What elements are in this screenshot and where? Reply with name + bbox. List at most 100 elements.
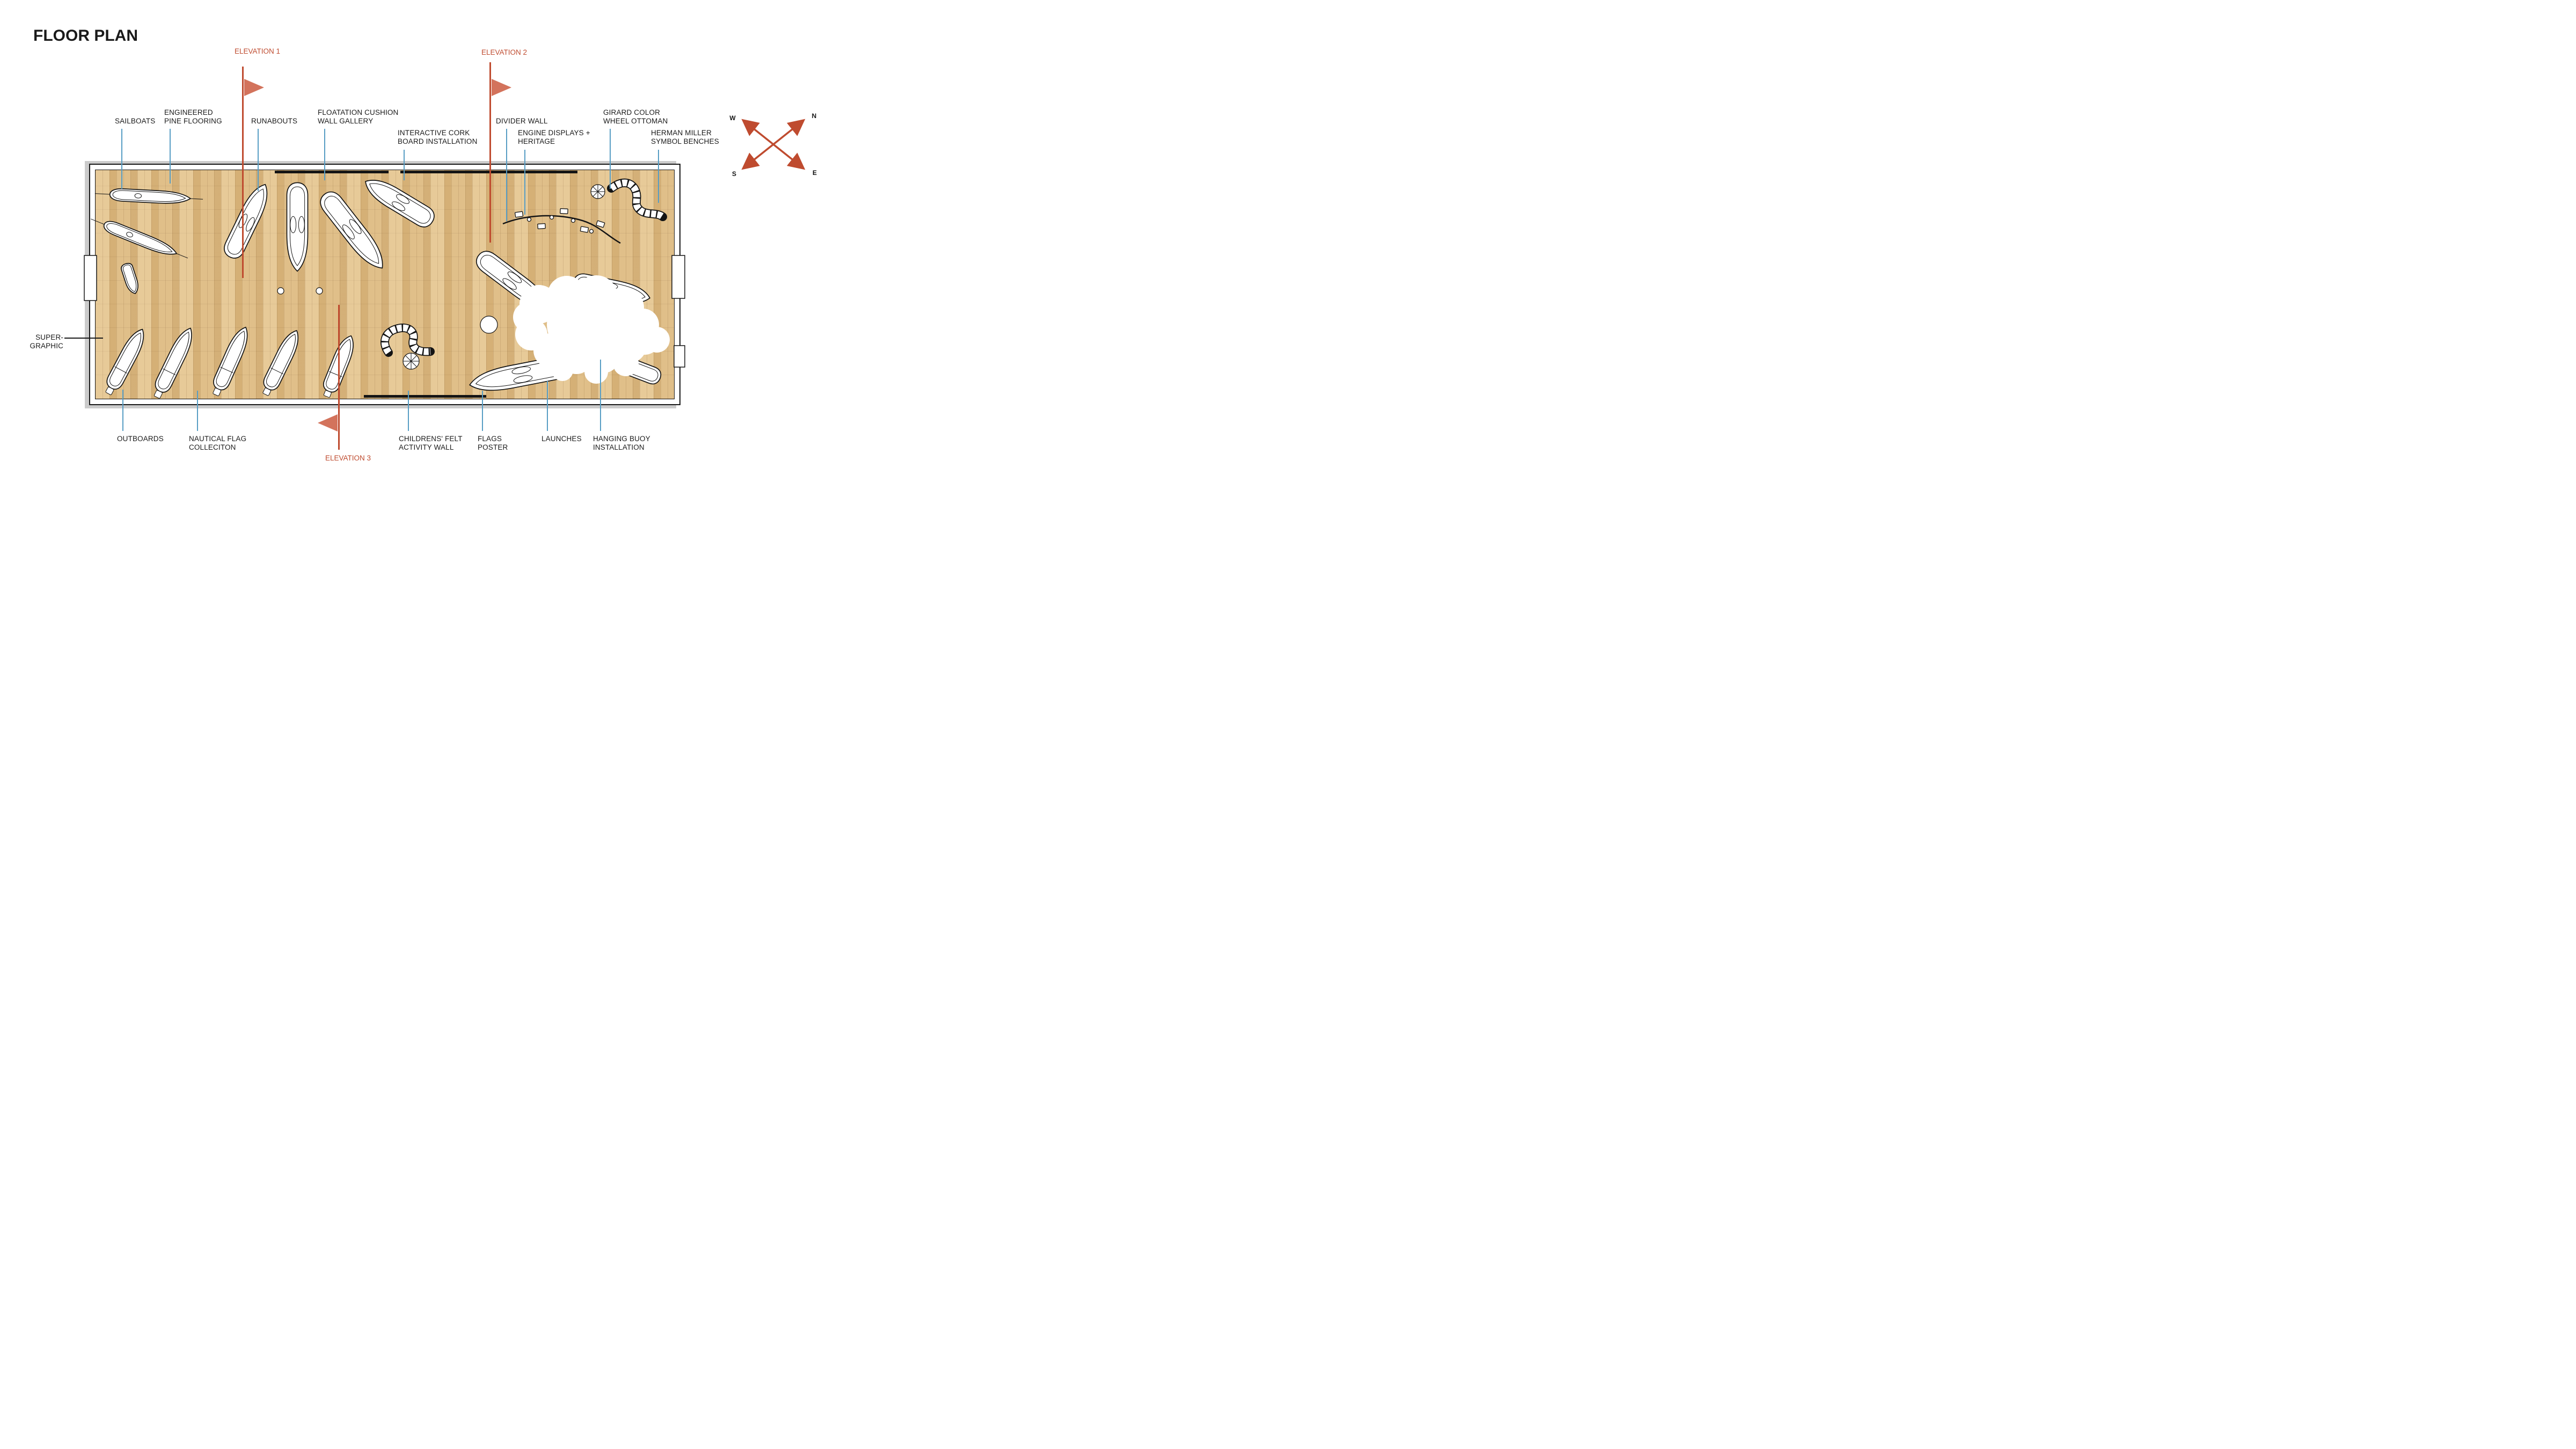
label-line: BOARD INSTALLATION	[398, 137, 478, 145]
label-super-graphic: SUPER- GRAPHIC	[21, 333, 63, 350]
hanging-buoy-cloud	[513, 275, 670, 384]
leader-super-graphic	[64, 338, 103, 339]
elevation-1-line	[242, 67, 244, 278]
leader-herman-miller	[658, 150, 659, 203]
label-pine-flooring: ENGINEERED PINE FLOORING	[164, 108, 222, 125]
label-line: WALL GALLERY	[318, 116, 374, 125]
leader-divider-wall	[506, 129, 507, 221]
label-line: SYMBOL BENCHES	[651, 137, 719, 145]
buoy-circle	[479, 315, 498, 334]
label-line: INTERACTIVE CORK	[398, 129, 470, 137]
runabout-1	[221, 180, 274, 261]
label-outboards: OUTBOARDS	[117, 435, 164, 443]
leader-girard-ottoman	[610, 129, 611, 189]
leader-runabouts	[258, 129, 259, 191]
leader-flags-poster	[482, 391, 483, 431]
elevation-3-line	[338, 305, 340, 450]
girard-color-wheel-ottoman	[590, 184, 605, 199]
label-herman-miller: HERMAN MILLER SYMBOL BENCHES	[651, 129, 719, 145]
outboard-3	[208, 324, 253, 398]
label-floatation-gallery: FLOATATION CUSHION WALL GALLERY	[318, 108, 398, 125]
leader-outboards	[122, 390, 123, 431]
label-line: HERITAGE	[518, 137, 555, 145]
leader-engine-displays	[524, 150, 525, 215]
outboard-2	[149, 324, 197, 400]
elevation-2-label: ELEVATION 2	[481, 48, 528, 56]
label-hanging-buoy: HANGING BUOY INSTALLATION	[593, 435, 650, 451]
label-line: ACTIVITY WALL	[399, 443, 454, 451]
label-girard-ottoman: GIRARD COLOR WHEEL OTTOMAN	[603, 108, 668, 125]
label-engine-displays: ENGINE DISPLAYS + HERITAGE	[518, 129, 590, 145]
leader-childrens-wall	[408, 391, 409, 431]
leader-pine-flooring	[170, 129, 171, 184]
label-line: GRAPHIC	[30, 341, 63, 350]
compass-rose: W N S E	[729, 112, 817, 178]
leader-launches	[547, 381, 548, 431]
door-right-upper	[671, 254, 685, 299]
label-line: ENGINEERED	[164, 108, 213, 116]
label-launches: LAUNCHES	[541, 435, 582, 443]
compass-w: W	[729, 114, 736, 122]
compass-arrow-nw-se	[741, 119, 806, 170]
childrens-felt-activity-wall	[380, 323, 435, 357]
elevation-1-label: ELEVATION 1	[235, 47, 281, 55]
compass-s: S	[732, 170, 736, 178]
door-left	[83, 254, 97, 301]
label-line: OUTBOARDS	[117, 435, 164, 443]
floor-dot-1	[276, 287, 284, 295]
label-line: WHEEL OTTOMAN	[603, 116, 668, 125]
outboard-1	[101, 325, 149, 397]
label-flags-poster: FLAGS POSTER	[478, 435, 508, 451]
leader-floatation-gallery	[324, 129, 325, 180]
door-right-lower	[673, 345, 685, 368]
leader-hanging-buoy	[600, 360, 601, 431]
label-line: ENGINE DISPLAYS +	[518, 129, 590, 137]
label-line: FLOATATION CUSHION	[318, 108, 399, 116]
label-divider-wall: DIVIDER WALL	[496, 117, 548, 126]
dinghy	[119, 261, 141, 296]
flags-poster-wall	[363, 394, 486, 398]
floatation-cushion-gallery	[274, 170, 389, 173]
label-childrens-wall: CHILDRENS' FELT ACTIVITY WALL	[399, 435, 463, 451]
elevation-3-flag	[318, 414, 338, 431]
label-line: NAUTICAL FLAG	[189, 435, 247, 443]
sailboat-1	[93, 186, 204, 206]
runabout-4	[360, 172, 437, 230]
herman-miller-symbol-benches	[606, 178, 667, 221]
color-wheel-floor	[402, 352, 420, 370]
leader-sailboats	[121, 129, 122, 189]
label-runabouts: RUNABOUTS	[251, 117, 297, 126]
leader-nautical-flags	[197, 391, 198, 431]
label-nautical-flags: NAUTICAL FLAG COLLECITON	[189, 435, 246, 451]
label-line: GIRARD COLOR	[603, 108, 661, 116]
label-line: INSTALLATION	[593, 443, 645, 451]
elevation-1-flag	[244, 79, 264, 96]
elevation-2-flag	[492, 79, 511, 96]
elevation-2-line	[489, 62, 491, 243]
label-line: HERMAN MILLER	[651, 129, 712, 137]
label-line: PINE FLOORING	[164, 116, 222, 125]
label-cork-board: INTERACTIVE CORK BOARD INSTALLATION	[398, 129, 477, 145]
label-line: COLLECITON	[189, 443, 236, 451]
label-line: HANGING BUOY	[593, 435, 650, 443]
label-line: SAILBOATS	[115, 117, 156, 125]
label-line: FLAGS	[478, 435, 502, 443]
outboard-4	[258, 327, 304, 398]
compass-n: N	[812, 112, 817, 120]
label-line: SUPER-	[35, 333, 63, 341]
label-line: RUNABOUTS	[251, 117, 298, 125]
divider-wall	[502, 208, 621, 244]
compass-e: E	[813, 169, 817, 177]
leader-cork-board	[404, 150, 405, 180]
label-line: LAUNCHES	[541, 435, 582, 443]
floor-plan	[83, 164, 685, 405]
floor-plan-drawing	[83, 170, 685, 405]
elevation-3-label: ELEVATION 3	[325, 454, 371, 462]
label-sailboats: SAILBOATS	[115, 117, 155, 126]
sailboat-2	[87, 212, 191, 265]
label-line: POSTER	[478, 443, 508, 451]
label-line: DIVIDER WALL	[496, 117, 548, 125]
runabout-2	[287, 182, 308, 271]
floor-dot-2	[315, 287, 323, 295]
label-line: CHILDRENS' FELT	[399, 435, 463, 443]
